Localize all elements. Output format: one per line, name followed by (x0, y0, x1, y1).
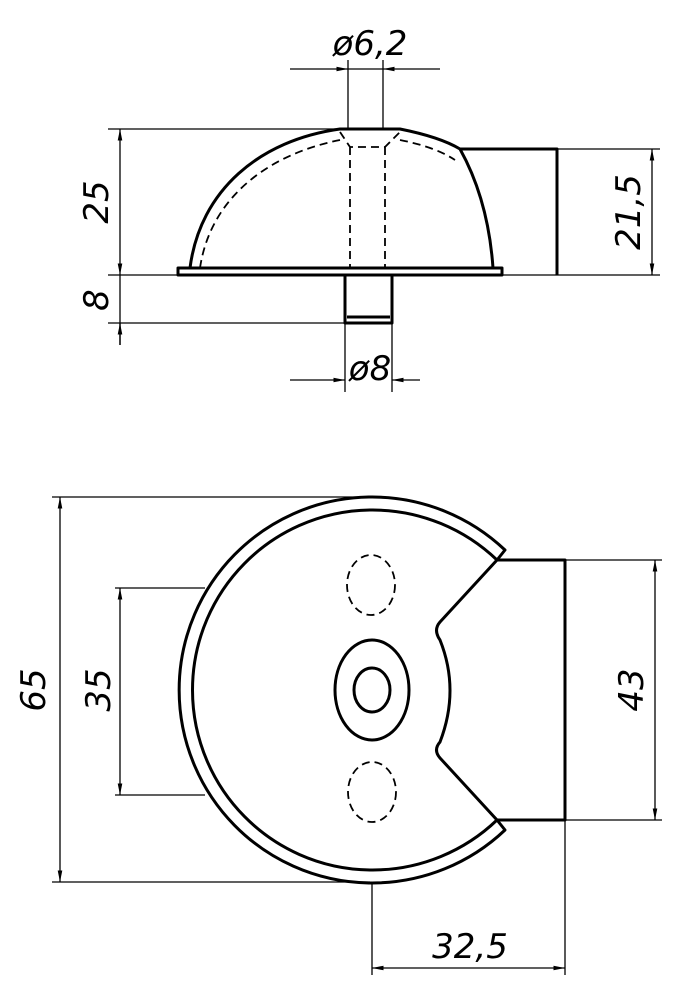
outer-rim (177, 495, 507, 885)
notch-and-flat (435, 558, 567, 822)
dim-label-flat-width: 43 (612, 668, 652, 711)
dim-label-center-to-flat: 32,5 (432, 927, 508, 967)
dim-label-dome-height: 25 (77, 180, 117, 223)
extension-lines (108, 60, 660, 392)
stem (343, 275, 394, 325)
dim-label-overall-diameter: 65 (14, 668, 54, 711)
center-hole (352, 666, 392, 714)
hole-hidden (339, 131, 401, 268)
center-boss (333, 638, 411, 742)
dome-outline (188, 127, 495, 269)
extension-lines-top-view (52, 496, 662, 975)
base-plate (176, 266, 504, 277)
top-view: 65 35 43 32,5 (14, 495, 662, 975)
side-view: ø6,2 25 21,5 8 ø8 (77, 24, 660, 392)
dome-inner-hidden (199, 139, 456, 269)
dim-label-top-hole-diameter: ø6,2 (332, 24, 408, 64)
side-block (460, 147, 559, 275)
dim-label-stem-diameter: ø8 (348, 349, 391, 389)
hidden-hole-lower (347, 761, 397, 823)
hidden-hole-upper (346, 554, 396, 616)
dim-label-hole-spacing: 35 (79, 668, 119, 711)
dim-label-stem-length: 8 (77, 289, 117, 311)
dim-label-side-block-height: 21,5 (609, 174, 649, 250)
